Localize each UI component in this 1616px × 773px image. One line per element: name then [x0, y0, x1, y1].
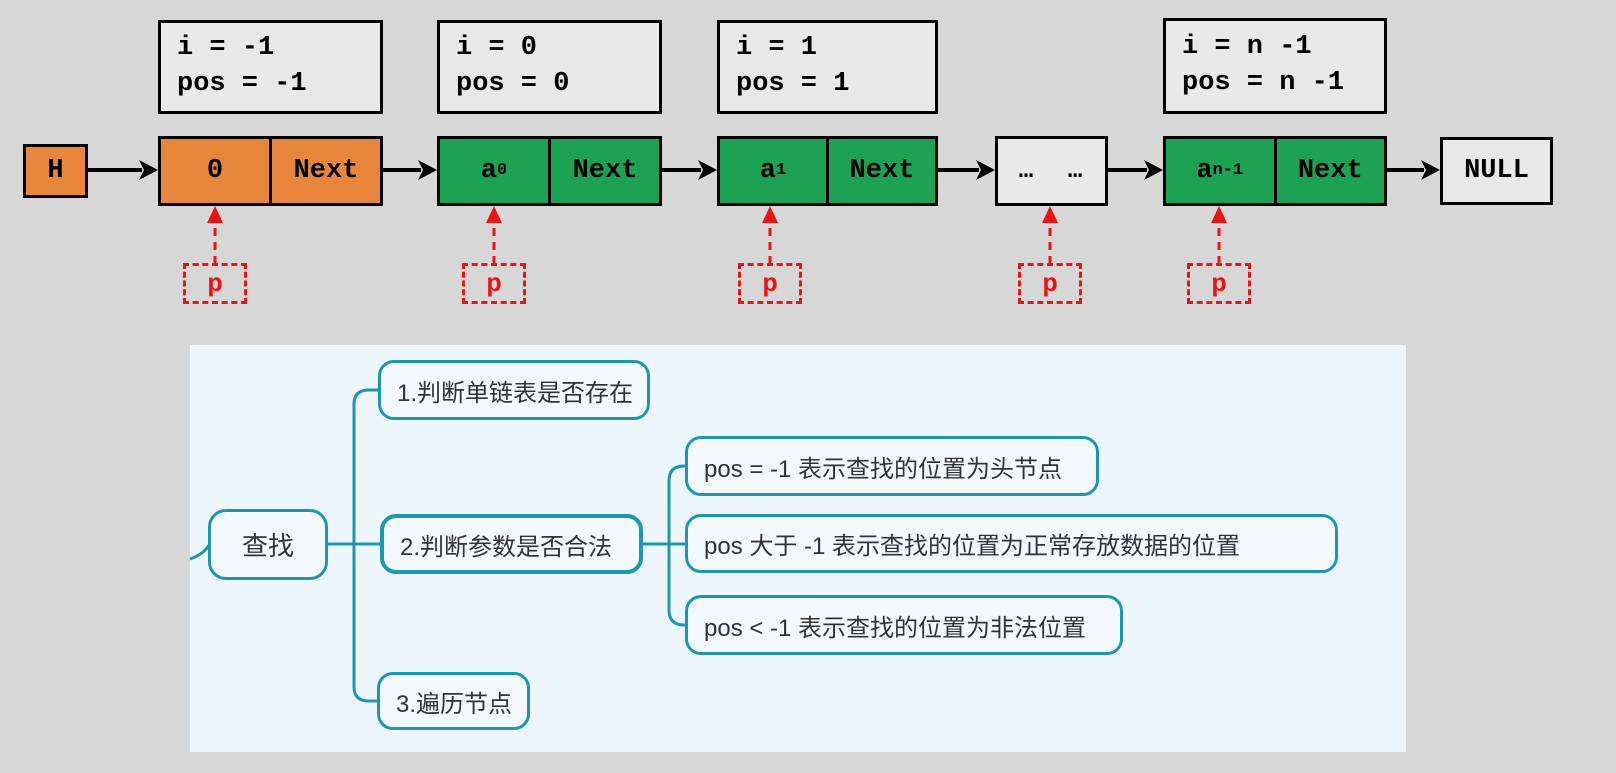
info-box-1: i = 0 pos = 0	[437, 20, 662, 114]
mindmap-leaf-pos-greater: pos 大于 -1 表示查找的位置为正常存放数据的位置	[685, 514, 1338, 573]
info-line: pos = -1	[177, 69, 307, 99]
info-line: i = 0	[456, 33, 538, 64]
info-line: pos = 1	[736, 69, 850, 99]
node-next-cell: Next	[572, 156, 638, 186]
pointer-arrows	[213, 222, 1221, 264]
info-line: pos = 0	[456, 69, 570, 99]
node-value: a	[759, 156, 776, 186]
pointer-box-0: p	[183, 263, 247, 304]
list-node-0: 0 Next	[158, 136, 383, 206]
mindmap-branch-3: 3.遍历节点	[377, 672, 530, 730]
node-value: 0	[206, 156, 224, 186]
pointer-arrowheads	[207, 206, 1227, 223]
mindmap-branch-2: 2.判断参数是否合法	[380, 514, 643, 574]
ellipsis-node: … …	[995, 136, 1108, 206]
info-line: i = -1	[177, 33, 275, 64]
info-line: i = 1	[736, 33, 818, 64]
head-node: H	[23, 144, 88, 198]
node-next-cell: Next	[1297, 156, 1363, 186]
mindmap-leaf-pos-less: pos < -1 表示查找的位置为非法位置	[685, 595, 1123, 655]
info-box-3: i = n -1 pos = n -1	[1163, 18, 1387, 114]
node-data-cell: 0	[161, 139, 272, 203]
mindmap-branch-1: 1.判断单链表是否存在	[378, 360, 650, 420]
mindmap-leaf-pos-equals: pos = -1 表示查找的位置为头节点	[685, 436, 1099, 496]
mindmap-root-node: 查找	[208, 509, 328, 580]
pointer-box-2: p	[738, 263, 802, 304]
node-value: a	[480, 156, 497, 186]
pointer-box-4: p	[1187, 263, 1251, 304]
pointer-box-3: p	[1018, 263, 1082, 304]
info-box-2: i = 1 pos = 1	[717, 20, 938, 114]
info-line: pos = n -1	[1182, 68, 1345, 98]
pointer-box-1: p	[462, 263, 526, 304]
node-value: a	[1196, 156, 1213, 186]
info-box-0: i = -1 pos = -1	[158, 20, 383, 114]
node-next-cell: Next	[293, 156, 359, 186]
null-node: NULL	[1440, 137, 1553, 205]
info-line: i = n -1	[1182, 32, 1312, 63]
node-next-cell: Next	[849, 156, 915, 186]
